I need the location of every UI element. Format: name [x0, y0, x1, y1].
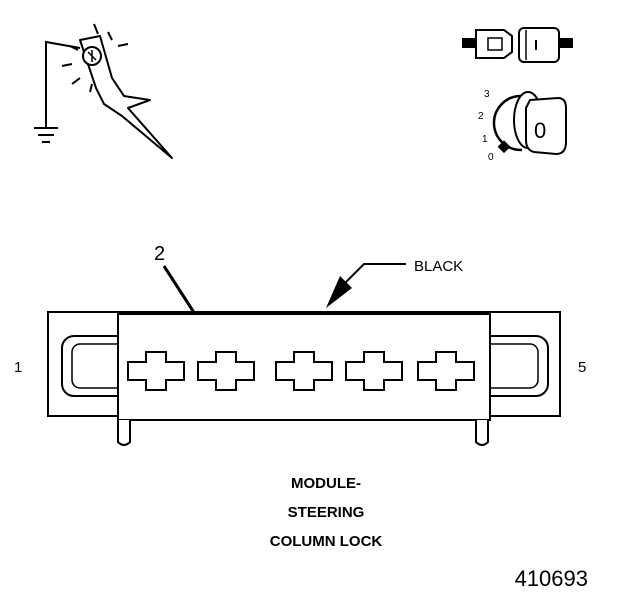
- cavity-1: [127, 351, 185, 391]
- figure-number: 410693: [515, 566, 588, 591]
- key-position-3: 3: [484, 89, 490, 100]
- key-face-label: 0: [534, 118, 546, 143]
- pin-1-label: 1: [14, 359, 22, 376]
- ground-symbol-icon: [34, 127, 58, 143]
- caption-line-3: COLUMN LOCK: [270, 533, 383, 550]
- pin-5-label: 5: [578, 359, 586, 376]
- caption: MODULE- STEERING COLUMN LOCK: [270, 475, 383, 550]
- cavity-4: [345, 351, 403, 391]
- connector-separated-icon: [462, 27, 573, 63]
- caption-line-2: STEERING: [288, 504, 365, 521]
- caption-line-1: MODULE-: [291, 475, 361, 492]
- cavity-5: [417, 351, 475, 391]
- key-position-1: 1: [482, 134, 488, 145]
- connector-face-view: 1 5: [14, 311, 586, 446]
- cavity-2: [197, 351, 255, 391]
- cavity-3: [275, 351, 333, 391]
- wire-color-label: BLACK: [414, 258, 463, 275]
- wire-color-callout: BLACK: [326, 258, 463, 308]
- key-position-2: 2: [478, 111, 484, 122]
- key-position-0: 0: [488, 152, 494, 163]
- test-light-probe-icon: [45, 23, 173, 159]
- ignition-key-icon: 0 3 2 1 0: [478, 89, 567, 163]
- cavity-callout-label: 2: [154, 243, 165, 265]
